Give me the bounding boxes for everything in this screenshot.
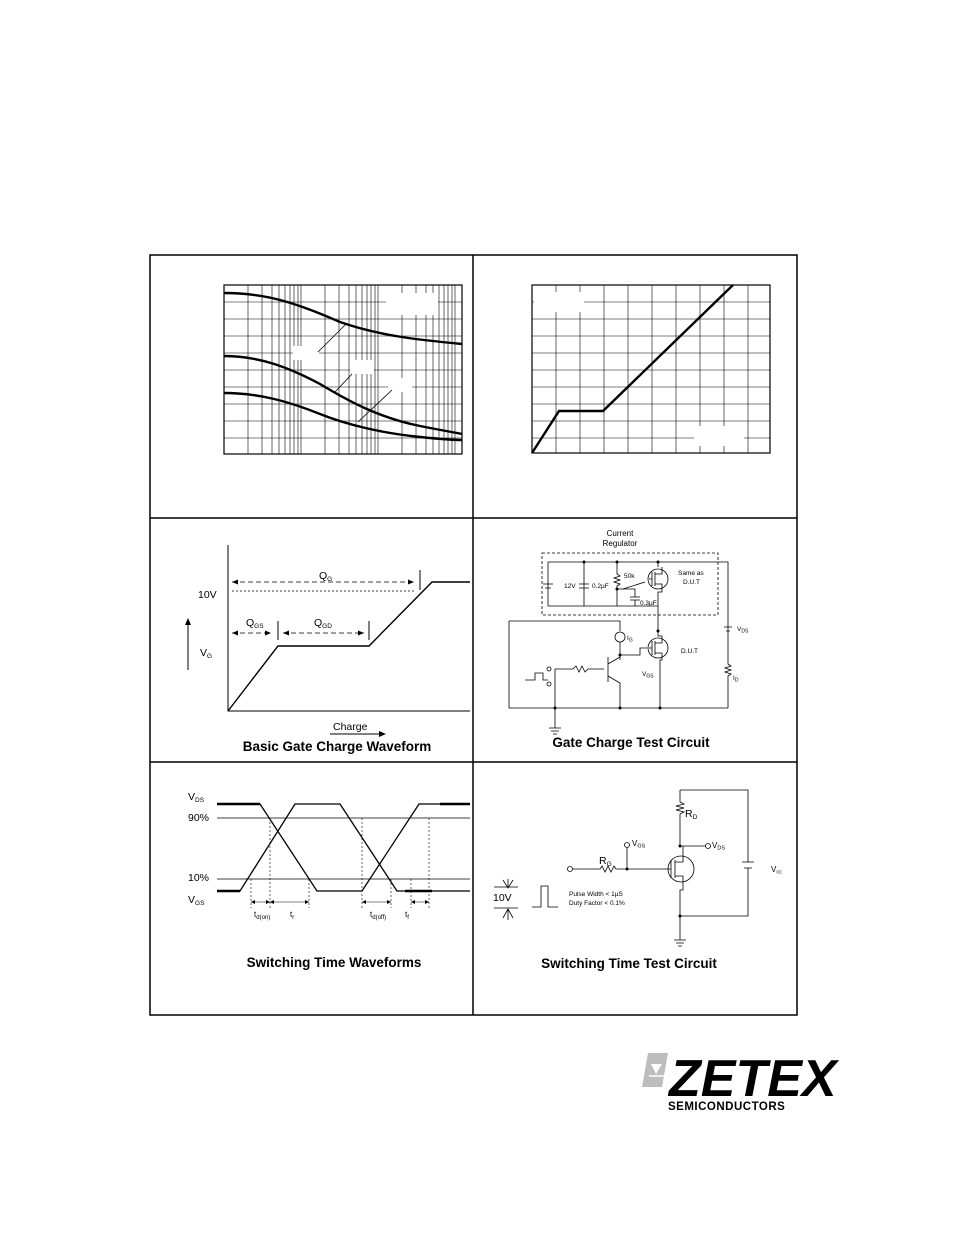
switching-time-waveforms: VDS 90% 10% VGS td(on) tr td(off) tf Swi… <box>188 791 470 970</box>
td-off-label: td(off) <box>370 910 386 921</box>
qgs-label: QGS <box>246 617 264 630</box>
vds-waveform-label: VDS <box>188 791 205 804</box>
battery-label: 12V <box>564 583 576 590</box>
vds-circuit-label: VDS <box>712 841 725 852</box>
cap2-label: 0.3µF <box>640 600 657 607</box>
vgs-label: VGS <box>642 671 654 680</box>
vgs-waveform-label: VGS <box>188 894 205 907</box>
charge-axis-label: Charge <box>333 721 368 733</box>
gate-charge-waveform: QG QGS QGD 10V VG Charge Basic Gate Char… <box>185 545 470 754</box>
zetex-logo: ZETEX SEMICONDUCTORS <box>642 1050 840 1113</box>
switching-time-test-circuit: RD VGS VDS RG Vcc 10V Pulse Width < 1µS … <box>493 789 782 971</box>
caption-gate-charge-circuit: Gate Charge Test Circuit <box>552 735 710 750</box>
rd-label: RD <box>685 808 698 821</box>
res-label: 50k <box>624 573 635 580</box>
same-as-label-2: D.U.T <box>683 579 700 586</box>
td-on-label: td(on) <box>254 910 270 921</box>
pulse-width-label: Pulse Width < 1µS <box>569 891 623 898</box>
panel-frame <box>149 254 798 1016</box>
tf-label: tf <box>405 910 409 921</box>
10-percent-label: 10% <box>188 872 209 884</box>
vds-label: VDS <box>737 626 749 635</box>
same-as-label-1: Same as <box>678 570 704 577</box>
pulse-10v-label: 10V <box>493 892 512 904</box>
vcc-label: Vcc <box>771 865 782 876</box>
cap1-label: 0.2µF <box>592 583 609 590</box>
qg-label: QG <box>319 570 332 583</box>
regulator-label-2: Regulator <box>603 539 638 548</box>
tr-label: tr <box>290 910 294 921</box>
10v-level-label: 10V <box>198 589 217 601</box>
regulator-label-1: Current <box>607 529 634 538</box>
semiconductors-wordmark: SEMICONDUCTORS <box>668 1101 785 1113</box>
qgd-label: QGD <box>314 617 332 630</box>
graph-linear-panel <box>530 284 771 454</box>
zetex-diode-icon <box>642 1053 668 1087</box>
caption-switching-circuit: Switching Time Test Circuit <box>541 956 717 971</box>
vgs-circuit-label: VGS <box>632 839 646 850</box>
zetex-wordmark: ZETEX <box>667 1050 840 1108</box>
vg-axis-label: VG <box>200 647 212 660</box>
caption-switching-waveforms: Switching Time Waveforms <box>247 955 422 970</box>
ig-label: IG <box>627 635 633 644</box>
graph-curves-panel <box>223 284 463 455</box>
gate-charge-test-circuit: Current Regulator <box>508 529 749 750</box>
id-label: ID <box>733 675 739 684</box>
90-percent-label: 90% <box>188 812 209 824</box>
caption-gate-charge-waveform: Basic Gate Charge Waveform <box>243 739 432 754</box>
rg-label: RG <box>599 855 612 868</box>
dut-label: D.U.T <box>681 648 698 655</box>
duty-factor-label: Duty Factor < 0.1% <box>569 900 625 907</box>
